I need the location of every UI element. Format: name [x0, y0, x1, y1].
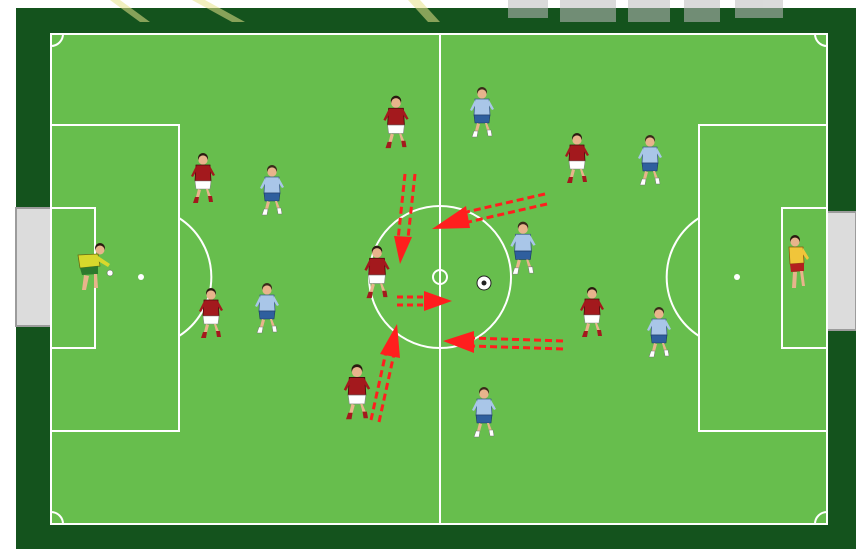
- left-goal: [16, 208, 52, 326]
- right-penalty-spot: [734, 274, 740, 280]
- right-goal: [826, 212, 856, 330]
- left-penalty-spot: [138, 274, 144, 280]
- ball: [477, 276, 491, 290]
